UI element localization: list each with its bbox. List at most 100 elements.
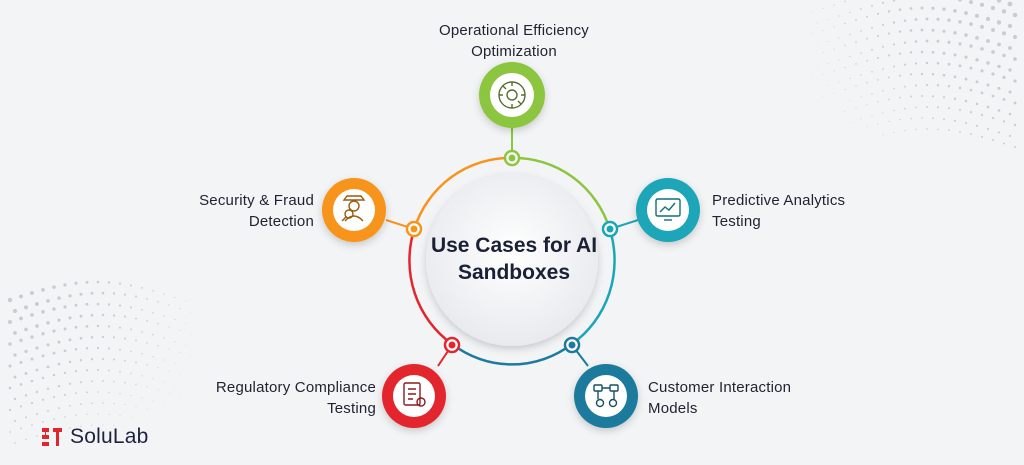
background-dot xyxy=(130,394,132,397)
background-dot xyxy=(157,345,159,347)
background-dot xyxy=(932,117,934,120)
background-dot xyxy=(185,344,187,346)
background-dot xyxy=(925,39,929,43)
background-dot xyxy=(185,366,187,368)
background-dot xyxy=(68,360,72,364)
background-dot xyxy=(141,286,143,289)
background-dot xyxy=(936,61,940,65)
background-dot xyxy=(102,402,104,404)
background-dot xyxy=(91,380,93,383)
background-dot xyxy=(80,403,82,406)
analytics-dashboard-icon xyxy=(655,198,681,221)
background-dot xyxy=(85,280,89,284)
node-security-fraud xyxy=(322,178,386,242)
background-dot xyxy=(833,26,835,28)
background-dot xyxy=(130,417,132,418)
background-dot xyxy=(827,41,829,43)
background-dot xyxy=(816,44,818,46)
background-dot xyxy=(997,64,1001,69)
background-dot xyxy=(849,77,851,80)
background-dot xyxy=(30,313,34,317)
background-dot xyxy=(85,302,89,306)
background-dot xyxy=(914,18,918,21)
background-dot xyxy=(130,350,132,353)
background-dot xyxy=(996,20,1002,25)
background-dot xyxy=(35,324,39,328)
background-dot xyxy=(942,7,946,11)
background-dot xyxy=(135,405,137,407)
background-dot xyxy=(57,362,61,366)
background-dot xyxy=(130,284,132,287)
background-dot xyxy=(41,332,45,336)
background-dot xyxy=(958,20,962,24)
background-dot xyxy=(13,353,17,357)
background-dot xyxy=(90,336,94,339)
background-dot xyxy=(920,6,924,10)
background-dot xyxy=(849,99,851,101)
background-dot xyxy=(57,384,61,388)
background-dot xyxy=(41,354,45,358)
background-dot xyxy=(157,322,159,325)
background-dot xyxy=(986,105,990,109)
background-dot xyxy=(107,325,111,328)
background-dot xyxy=(986,127,990,131)
background-dot xyxy=(79,336,83,340)
background-dot xyxy=(833,4,835,6)
background-dot xyxy=(910,117,912,120)
background-dot xyxy=(52,285,56,289)
background-dot xyxy=(942,73,946,77)
background-dot xyxy=(68,338,72,342)
node-customer-interaction xyxy=(574,364,638,428)
background-dot xyxy=(141,308,143,311)
background-dot xyxy=(844,22,846,25)
background-dot xyxy=(844,88,846,90)
background-dot xyxy=(168,326,170,328)
background-dot xyxy=(877,79,879,81)
background-dot xyxy=(1013,57,1017,61)
background-dot xyxy=(975,35,979,40)
background-dot xyxy=(844,111,846,112)
background-dot xyxy=(1008,112,1012,116)
label-security-fraud: Security & Fraud Detection xyxy=(199,192,314,230)
background-dot xyxy=(882,90,884,92)
background-dot xyxy=(986,83,990,87)
background-dot xyxy=(860,118,862,120)
background-dot xyxy=(90,291,94,295)
gear-dial-icon xyxy=(498,81,526,109)
label-regulatory-compliance: Regulatory Compliance Testing xyxy=(215,379,376,417)
background-dot xyxy=(97,413,99,415)
background-dot xyxy=(1008,46,1012,50)
background-dot xyxy=(19,405,23,408)
background-dot xyxy=(871,48,873,51)
background-dot xyxy=(887,10,891,13)
background-dot xyxy=(909,29,913,32)
background-dot xyxy=(179,307,181,310)
background-dot xyxy=(8,386,12,390)
background-dot xyxy=(46,343,50,347)
background-dot xyxy=(30,291,34,295)
background-dot xyxy=(101,357,105,361)
background-dot xyxy=(991,116,995,120)
background-dot xyxy=(24,327,28,332)
background-dot xyxy=(1001,31,1007,36)
background-dot xyxy=(112,336,116,339)
background-dot xyxy=(113,358,115,361)
background-dot xyxy=(964,122,968,125)
background-dot xyxy=(97,369,99,371)
background-dot xyxy=(958,42,962,46)
background-dot xyxy=(135,317,137,320)
background-dot xyxy=(805,25,807,27)
background-dot xyxy=(185,322,187,324)
background-dot xyxy=(90,358,94,361)
background-dot xyxy=(953,97,957,101)
background-dot xyxy=(953,31,957,35)
background-dot xyxy=(871,137,873,139)
background-dot xyxy=(79,314,83,318)
background-dot xyxy=(108,369,110,372)
background-dot xyxy=(23,305,29,310)
background-dot xyxy=(980,24,984,29)
node-regulatory-compliance xyxy=(382,364,446,428)
background-dot xyxy=(986,61,990,65)
background-dot xyxy=(146,320,148,322)
background-dot xyxy=(135,295,137,298)
